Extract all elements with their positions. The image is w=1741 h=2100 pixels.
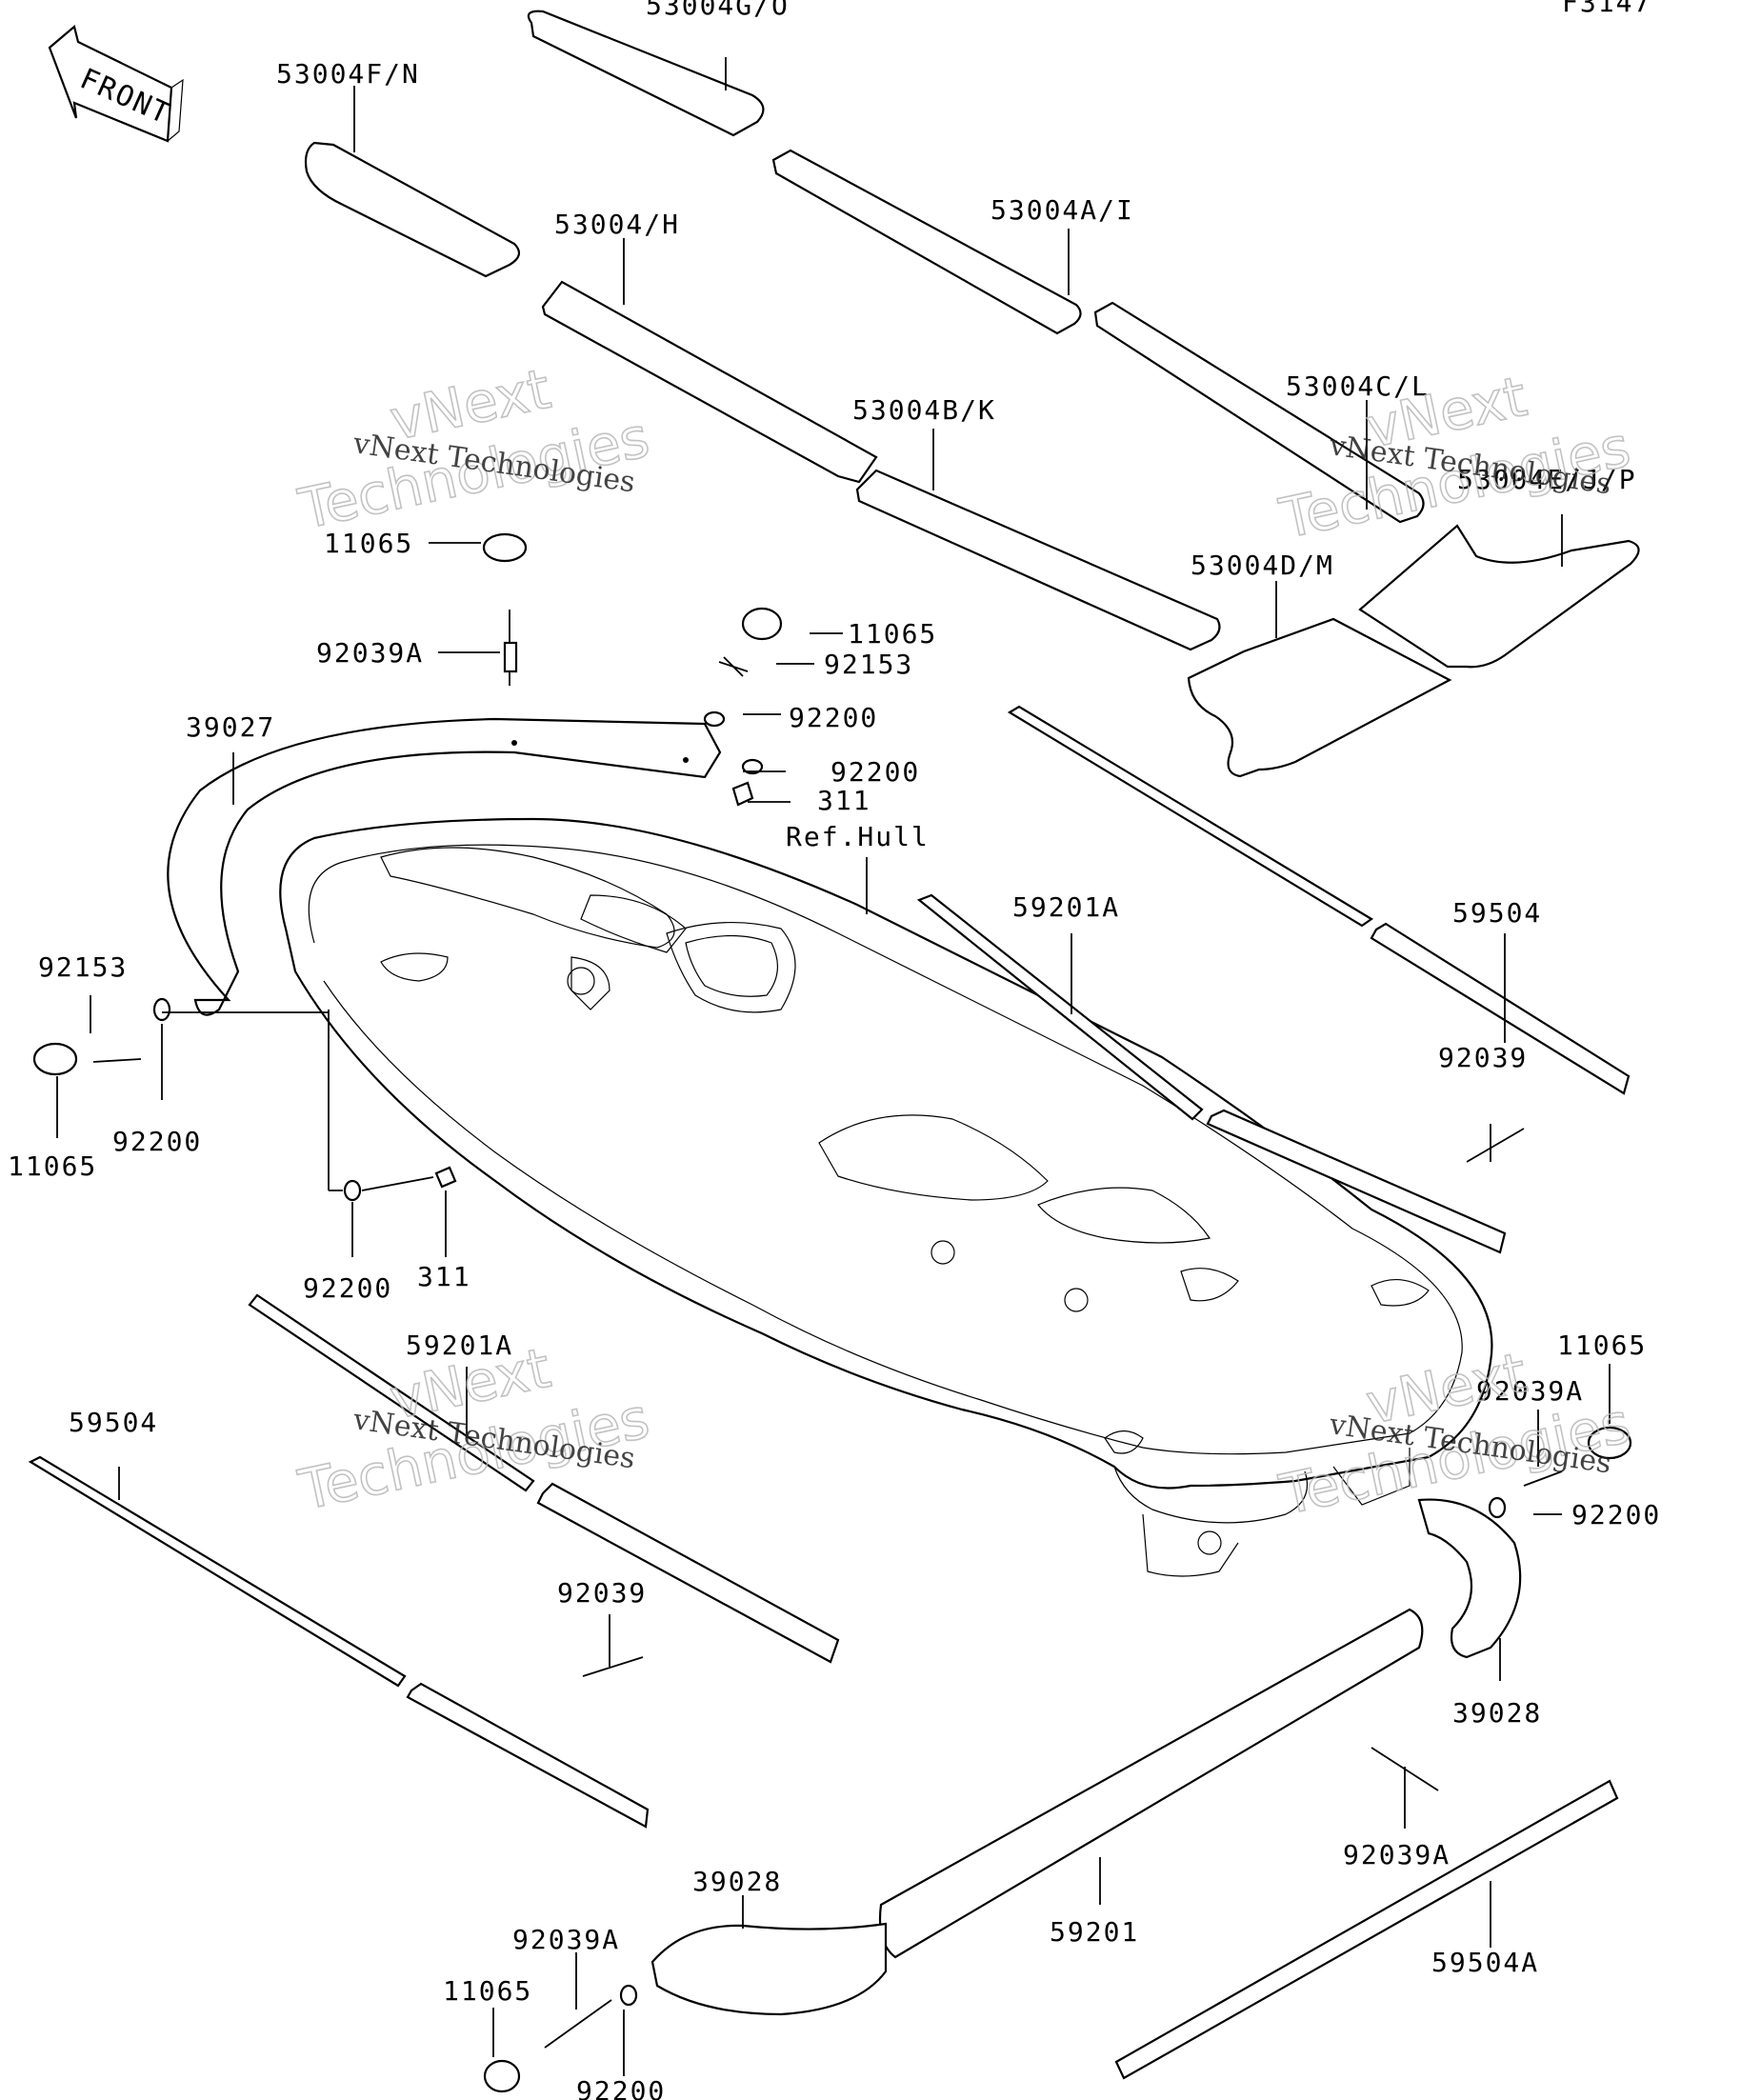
label-92153-left: 92153 bbox=[38, 951, 128, 983]
rail-59201 bbox=[878, 1608, 1424, 1959]
leader-lines bbox=[56, 57, 1611, 2076]
label-53004f-n: 53004F/N bbox=[276, 58, 420, 90]
front-direction-arrow: FRONT bbox=[48, 25, 184, 143]
label-92200-bottom: 92200 bbox=[576, 2075, 666, 2100]
bumper-39028-right bbox=[1417, 1498, 1522, 1659]
label-53004e-j-p: 53004E/J/P bbox=[1457, 464, 1637, 495]
label-92039a-bottom: 92039A bbox=[512, 1924, 620, 1955]
part-labels: 53004G/O 53004F/N 53004A/I 53004/H 53004… bbox=[8, 0, 1661, 2100]
fastener-group bbox=[32, 532, 1632, 2093]
deck-guard-39027 bbox=[167, 717, 722, 1016]
label-39028-right: 39028 bbox=[1452, 1697, 1542, 1729]
rail-59504-upper bbox=[1007, 705, 1631, 1095]
rail-59504-lower bbox=[28, 1455, 650, 1829]
label-311-upper: 311 bbox=[817, 785, 871, 816]
label-39027: 39027 bbox=[186, 711, 275, 743]
label-59504-upper: 59504 bbox=[1452, 897, 1542, 929]
rail-59504a bbox=[1114, 1779, 1619, 2080]
label-92200-mid: 92200 bbox=[303, 1272, 392, 1304]
label-92200-right: 92200 bbox=[1571, 1499, 1661, 1530]
label-11065-right: 11065 bbox=[1557, 1330, 1647, 1361]
label-53004a-i: 53004A/I bbox=[991, 194, 1134, 226]
label-92039-lower: 92039 bbox=[557, 1577, 647, 1609]
label-59201a-upper: 59201A bbox=[1012, 891, 1120, 923]
rail-59201a-lower bbox=[248, 1293, 840, 1664]
label-11065-bottom: 11065 bbox=[443, 1975, 532, 2007]
label-311-mid: 311 bbox=[417, 1261, 471, 1292]
label-53004b-k: 53004B/K bbox=[852, 394, 996, 426]
label-59201a-lower: 59201A bbox=[406, 1330, 513, 1361]
mat-53004d-m bbox=[1187, 617, 1452, 778]
label-92039-right: 92039 bbox=[1438, 1042, 1528, 1073]
label-92200-left: 92200 bbox=[112, 1126, 202, 1157]
label-53004c-l: 53004C/L bbox=[1286, 370, 1430, 402]
label-11065-top: 11065 bbox=[324, 528, 413, 559]
label-92153-upper: 92153 bbox=[824, 649, 913, 680]
label-11065-left: 11065 bbox=[8, 1150, 97, 1182]
hull-body bbox=[279, 817, 1493, 1577]
label-92039a-upper: 92039A bbox=[316, 637, 424, 669]
label-59504-lower: 59504 bbox=[69, 1407, 158, 1438]
mat-53004b-k bbox=[855, 469, 1221, 651]
mat-53004-h bbox=[541, 280, 878, 484]
label-11065-upper: 11065 bbox=[848, 618, 937, 650]
label-59504a: 59504A bbox=[1431, 1947, 1539, 1978]
label-ref-hull: Ref.Hull bbox=[786, 821, 930, 852]
mat-53004c-l bbox=[1093, 301, 1425, 524]
bumper-39028-rear bbox=[650, 1922, 888, 2016]
label-39028-bottom: 39028 bbox=[692, 1866, 782, 1897]
watermark-left-top: vNext Technologies vNext Technologies bbox=[292, 355, 655, 543]
label-53004d-m: 53004D/M bbox=[1191, 550, 1334, 581]
label-53004g-o: 53004G/O bbox=[646, 0, 790, 21]
mat-53004e-j-p bbox=[1358, 524, 1640, 669]
label-92200-upper: 92200 bbox=[789, 702, 878, 733]
figure-code: F3147 bbox=[1562, 0, 1651, 18]
label-92039a-right: 92039A bbox=[1476, 1375, 1584, 1407]
label-53004-h: 53004/H bbox=[554, 209, 680, 240]
rail-59201a-upper bbox=[916, 893, 1507, 1254]
mat-53004g-o bbox=[527, 10, 765, 137]
mat-53004a-i bbox=[771, 149, 1082, 335]
label-92039a-lower-right: 92039A bbox=[1343, 1839, 1451, 1870]
mat-53004f-n bbox=[304, 141, 521, 278]
label-92200-upper-2: 92200 bbox=[830, 756, 920, 788]
label-59201: 59201 bbox=[1050, 1916, 1139, 1948]
